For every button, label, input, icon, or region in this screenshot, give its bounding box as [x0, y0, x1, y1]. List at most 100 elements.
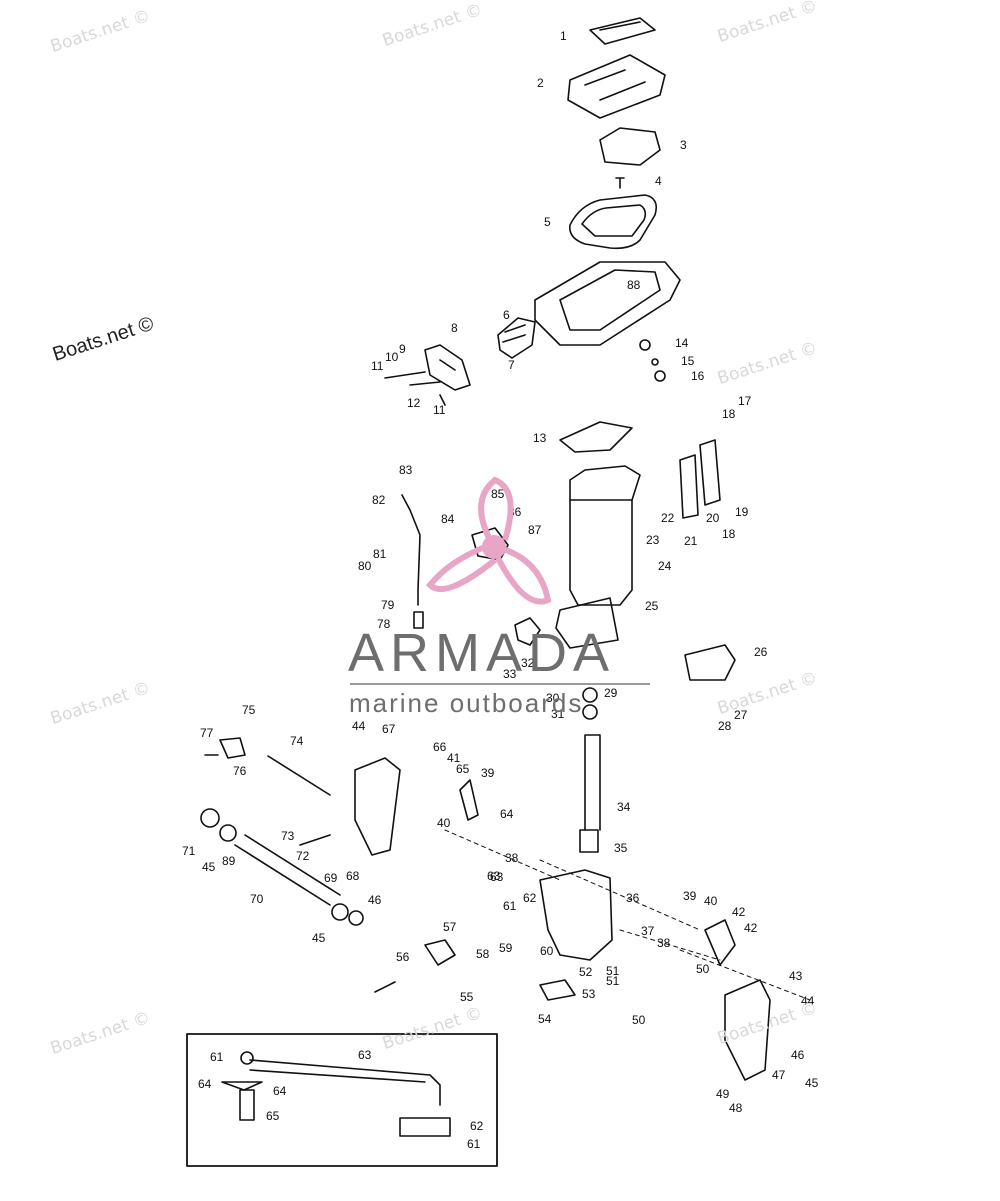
callout-label: 84 — [441, 512, 455, 526]
part-61-inset — [240, 1051, 254, 1065]
part-adapter-plate — [567, 54, 666, 119]
part-65-inset — [239, 1089, 255, 1121]
callout-label: 79 — [381, 598, 395, 612]
part-exhaust-plate — [534, 261, 681, 346]
callout-label: 85 — [491, 487, 505, 501]
callout-label: 24 — [658, 559, 672, 573]
callout-label: 18 — [722, 527, 736, 541]
callout-label: 30 — [546, 691, 560, 705]
callout-label: 11 — [371, 359, 384, 373]
part-63-inset — [249, 1059, 441, 1106]
callout-label: 76 — [233, 764, 247, 778]
callout-label: 20 — [706, 511, 720, 525]
callout-label: 46 — [791, 1048, 805, 1062]
callout-label: 74 — [290, 734, 304, 748]
inset-box — [186, 1033, 498, 1167]
callout-label: 12 — [407, 396, 421, 410]
callout-label: 63 — [490, 870, 504, 884]
callout-label: 82 — [372, 493, 386, 507]
callout-label: 51 — [606, 974, 620, 988]
callout-label: 8 — [451, 321, 458, 335]
callout-label: 64 — [198, 1077, 212, 1091]
part-lower-housing — [555, 597, 619, 649]
callout-label: 29 — [604, 686, 618, 700]
callout-label: 40 — [704, 894, 718, 908]
callout-label: 65 — [456, 762, 470, 776]
part-73 — [299, 834, 331, 846]
callout-label: 48 — [729, 1101, 743, 1115]
callout-label: 42 — [732, 905, 746, 919]
callout-label: 88 — [627, 278, 641, 292]
callout-label: 83 — [399, 463, 413, 477]
callout-label: 13 — [533, 431, 547, 445]
callout-label: 77 — [200, 726, 214, 740]
callout-label: 19 — [735, 505, 749, 519]
callout-label: 40 — [437, 816, 451, 830]
callout-label: 47 — [772, 1068, 786, 1082]
part-26 — [684, 644, 736, 681]
callout-label: 1 — [560, 29, 567, 43]
part-16 — [654, 370, 666, 382]
part-34 — [584, 734, 601, 831]
part-13 — [559, 421, 633, 453]
callout-label: 9 — [399, 342, 406, 356]
part-31 — [582, 704, 598, 720]
callout-label: 65 — [266, 1109, 280, 1123]
part-15 — [651, 358, 659, 366]
part-70 — [234, 834, 341, 906]
callout-label: 37 — [641, 924, 655, 938]
callout-label: 72 — [296, 849, 310, 863]
part-64-inset — [221, 1081, 263, 1091]
callout-label: 46 — [368, 893, 382, 907]
callout-label: 55 — [460, 990, 474, 1004]
callout-label: 70 — [250, 892, 264, 906]
callout-label: 44 — [352, 719, 366, 733]
callout-label: 50 — [696, 962, 710, 976]
part-stern-bracket-left — [354, 757, 401, 856]
callout-label: 43 — [789, 969, 803, 983]
part-driveshaft-housing — [569, 465, 641, 606]
callout-label: 25 — [645, 599, 659, 613]
callout-label: 31 — [551, 707, 565, 721]
callout-label: 64 — [500, 807, 514, 821]
callout-label: 18 — [722, 407, 736, 421]
part-53 — [539, 979, 576, 1001]
part-30 — [582, 687, 598, 703]
callout-label: 2 — [537, 76, 544, 90]
callout-label: 22 — [661, 511, 675, 525]
part-71 — [200, 808, 220, 828]
callout-label: 61 — [503, 899, 517, 913]
callout-label: 54 — [538, 1012, 552, 1026]
callout-label: 39 — [683, 889, 697, 903]
callout-label: 38 — [505, 851, 519, 865]
callout-label: 87 — [528, 523, 542, 537]
part-cover — [599, 127, 661, 166]
callout-label: 89 — [222, 854, 236, 868]
part-swivel-housing — [539, 869, 613, 961]
brand-divider — [350, 683, 650, 685]
callout-label: 34 — [617, 800, 631, 814]
callout-label: 39 — [481, 766, 495, 780]
callout-label: 5 — [544, 215, 551, 229]
callout-label: 35 — [614, 841, 628, 855]
callout-label: 51 — [606, 964, 620, 978]
part-rubber-mount — [497, 317, 536, 359]
callout-label: 73 — [281, 829, 295, 843]
callout-label: 10 — [385, 350, 399, 364]
callout-label: 64 — [273, 1084, 287, 1098]
part-78 — [413, 611, 424, 629]
brand-title: ARMADA — [348, 623, 616, 683]
part-bracket — [424, 344, 471, 391]
callout-label: 41 — [447, 751, 461, 765]
callout-label: 62 — [470, 1119, 484, 1133]
part-40 — [704, 919, 736, 966]
part-gasket-top — [589, 17, 656, 45]
part-62-inset — [399, 1117, 451, 1137]
callout-label: 63 — [358, 1048, 372, 1062]
callout-label: 60 — [540, 944, 554, 958]
part-gasket-ring — [568, 194, 658, 250]
part-stern-bracket-right — [724, 979, 771, 1081]
callout-label: 63 — [487, 869, 501, 883]
